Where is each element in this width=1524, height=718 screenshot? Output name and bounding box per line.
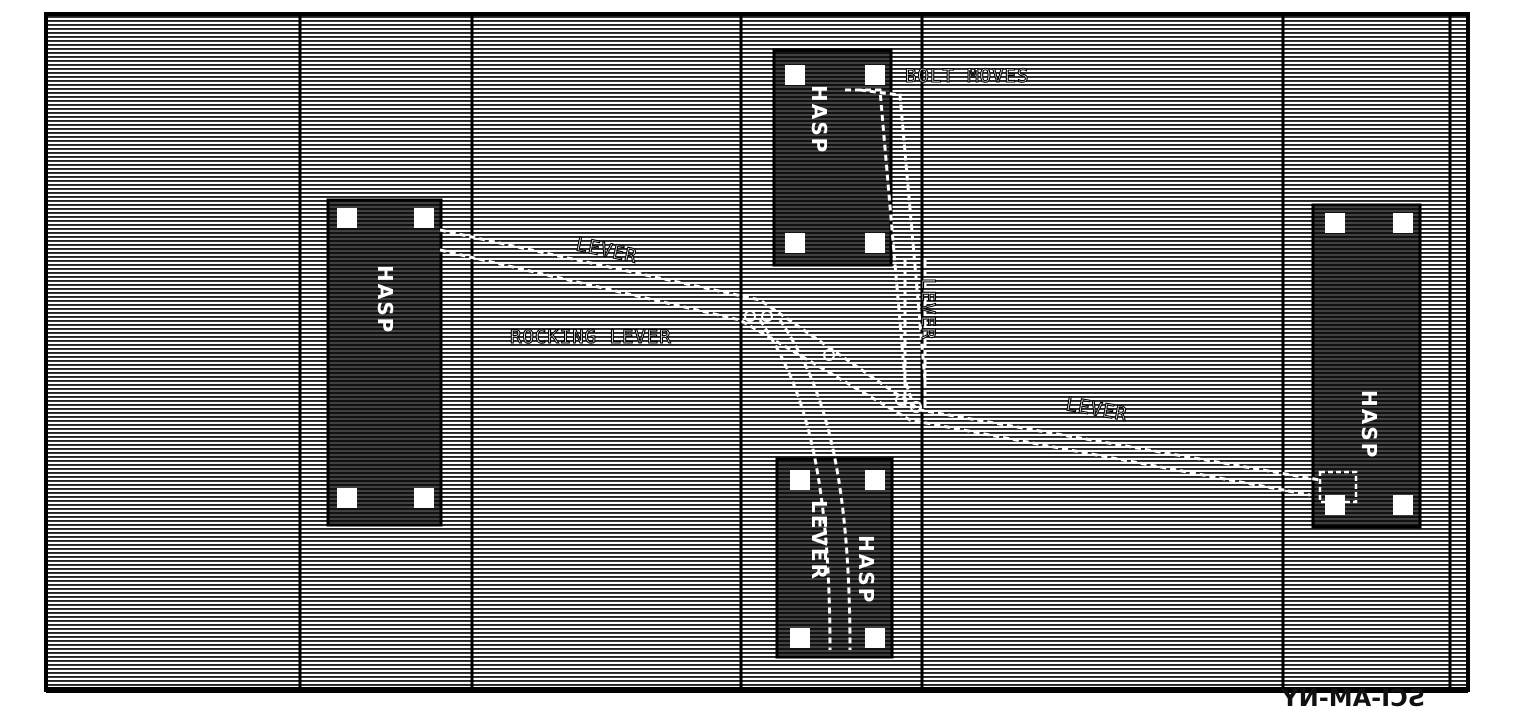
hasp-right-label: HASP — [1357, 390, 1381, 459]
board-dividers — [298, 14, 1452, 690]
hasp-left: HASP — [326, 198, 443, 527]
bolt-moves-label: BOLT MOVES — [905, 65, 1029, 87]
hasp-left-label: HASP — [373, 265, 397, 334]
hasp-bottom-middle-label: HASP — [854, 535, 878, 604]
panel-frame — [44, 12, 1470, 692]
hasp-top-middle-label: HASP — [807, 85, 831, 154]
hasp-right: HASP — [1311, 203, 1422, 529]
hasp-top-middle: HASP — [772, 48, 893, 267]
lever-vertical-label: LEVER — [917, 278, 939, 340]
engraver-signature: SCI-AM-NY — [1281, 684, 1425, 712]
rocking-lever-label: ROCKING LEVER — [510, 326, 672, 348]
hidden-levers — [439, 88, 1358, 651]
hasp-bottom-middle: HASP LEVER — [775, 457, 894, 659]
